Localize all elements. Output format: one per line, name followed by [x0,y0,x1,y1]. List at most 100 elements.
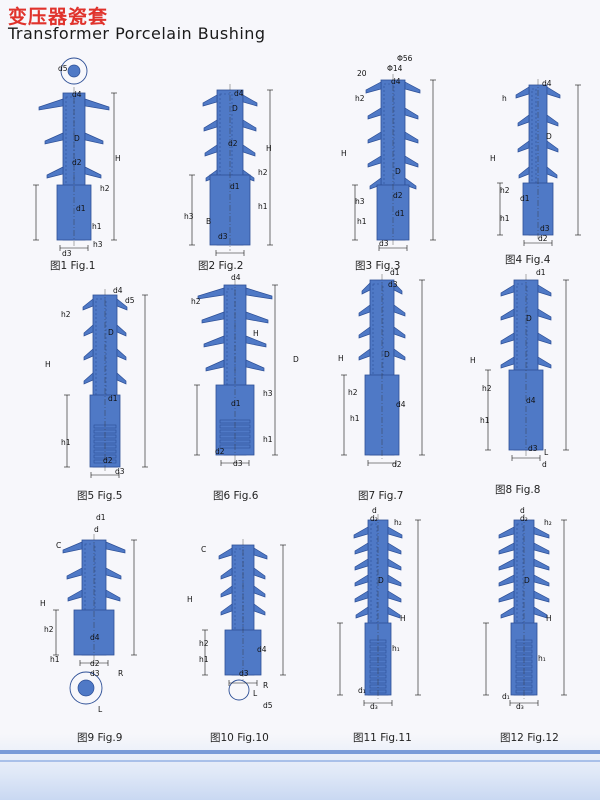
dimension-label: D [524,576,530,585]
dimension-label: h₂ [544,518,552,527]
dimension-label: d2 [392,460,402,469]
dimension-label: d₁ [358,686,366,695]
dimension-label: d1 [96,513,106,522]
shed [203,119,218,132]
dimension-label: d [372,506,377,515]
figure-caption-6: 图6 Fig.6 [213,490,259,502]
shed [355,606,369,619]
dimension-label: d2 [72,158,82,167]
dimension-label: d4 [90,633,100,642]
dimension-label: L [253,689,258,698]
dimension-label: h3 [184,212,194,221]
dimension-label: d₁ [502,692,510,701]
page-title-english: Transformer Porcelain Bushing [8,24,266,43]
shed [245,311,269,324]
figure-caption-7: 图7 Fig.7 [358,490,404,502]
dimension-label: d3 [379,239,389,248]
dimension-label: d5 [125,296,135,305]
shed [393,304,406,317]
shed [245,359,265,372]
dimension-label: d3 [528,444,538,453]
dimension-label: H [115,154,121,163]
shed [533,606,548,619]
shed [242,94,258,107]
shed [500,606,515,619]
end-view-bore [77,679,95,697]
shed [105,567,122,580]
dimension-label: d2 [228,139,238,148]
dimension-label: D [74,134,80,143]
dimension-label: h2 [348,388,358,397]
shed [404,131,419,144]
shed [354,558,369,571]
figure-caption-8: 图8 Fig.8 [495,484,541,496]
dimension-label: d3 [62,249,72,258]
shed [498,542,515,555]
dimension-label: h₁ [392,644,400,653]
dimension-label: h3 [355,197,365,206]
shed [201,311,225,324]
shed [82,298,94,311]
dimension-label: d2 [215,447,225,456]
dimension-label: h2 [355,94,365,103]
shed [498,590,515,603]
shed [218,547,233,560]
shed [354,590,369,603]
shed [546,140,559,153]
dimension-label: h1 [258,202,268,211]
figure-caption-3: 图3 Fig.3 [355,260,401,272]
shed [202,94,218,107]
figure-caption-11: 图11 Fig.11 [353,732,412,744]
figure-caption-10: 图10 Fig.10 [210,732,269,744]
decorative-footer-line-thin [0,760,600,762]
shed [537,332,552,345]
dimension-label: D [232,104,238,113]
dimension-label: D [395,167,401,176]
shed [253,547,268,560]
shed [367,131,382,144]
shed [533,526,550,539]
dimension-label: D [384,350,390,359]
shed [404,81,421,94]
shed [546,114,559,127]
dimension-label: d5 [58,64,68,73]
dimension-label: d4 [113,286,123,295]
shed [387,558,402,571]
figure-caption-9: 图9 Fig.9 [77,732,123,744]
bushing-bore [95,298,107,464]
shed [515,86,530,99]
shed [533,574,550,587]
shed [354,542,369,555]
shed [537,308,552,321]
dimension-label: d3 [233,459,243,468]
shed [116,372,127,385]
shed [387,542,402,555]
shed [204,144,218,157]
dimension-label: D [378,576,384,585]
dimension-label: h2 [482,384,492,393]
dimension-label: H [187,595,193,604]
dimension-label: h2 [500,186,510,195]
shed [367,107,382,120]
bushing-bore [383,83,395,237]
shed [116,298,128,311]
shed [62,541,83,554]
shed [387,526,403,539]
shed [393,348,406,361]
dimension-label: d₂ [370,514,378,523]
shed [404,155,419,168]
dimension-label: H [400,614,406,623]
dimension-label: R [263,681,268,690]
dimension-label: h2 [61,310,71,319]
shed [537,356,552,369]
dimension-label: d3 [388,280,398,289]
